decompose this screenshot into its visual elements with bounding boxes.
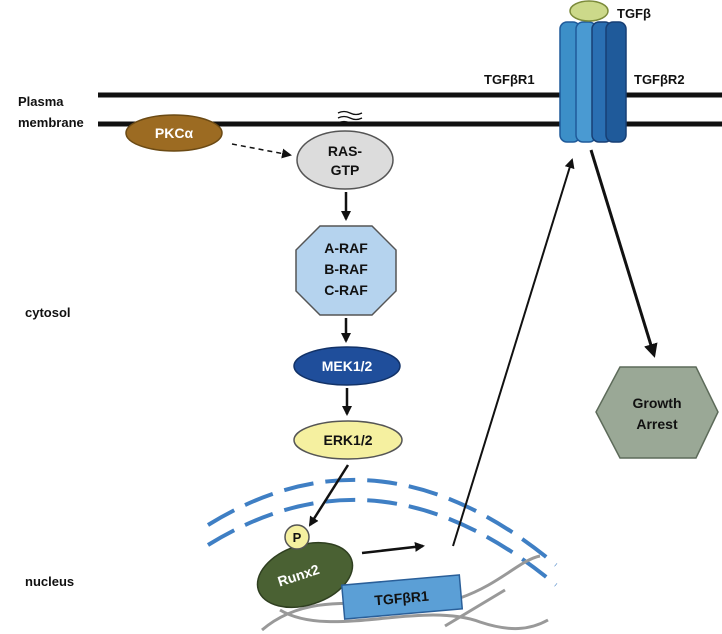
- growth-arrest-label-line1: Growth: [633, 395, 682, 411]
- raf-node: [295, 225, 397, 316]
- ras-gtp-label-line1: RAS-: [328, 143, 363, 159]
- runx2-to-gene-arrow: [361, 541, 425, 555]
- craf-label: C-RAF: [324, 282, 368, 298]
- receptor-to-growth-arrest-arrow: [589, 149, 658, 358]
- tgfbr1-gene-box: [340, 574, 464, 620]
- tgfbr1-gene-label: TGFβR1: [374, 588, 430, 609]
- pkca-to-ras-arrow: [231, 143, 292, 159]
- ras-gtp-label-line2: GTP: [331, 162, 360, 178]
- pkca-label: PKCα: [155, 125, 194, 141]
- pkca-node: [125, 114, 223, 152]
- phospho-marker: [284, 524, 310, 550]
- tgfb-ligand: [569, 0, 609, 22]
- phospho-label: P: [293, 530, 302, 545]
- tgfb-receptor-complex: [559, 0, 627, 143]
- nuclear-envelope-outer: [206, 477, 558, 567]
- cytosol-label: cytosol: [25, 305, 71, 320]
- ras-gtp-node: [296, 130, 394, 190]
- plasma-membrane-label-line2: membrane: [18, 115, 84, 130]
- erk-label: ERK1/2: [323, 432, 372, 448]
- tgfb-ligand-label: TGFβ: [617, 6, 651, 21]
- mek-node: [293, 346, 401, 386]
- tgfbr1-receptor-label: TGFβR1: [484, 72, 535, 87]
- nucleus-label: nucleus: [25, 574, 74, 589]
- growth-arrest-node: [595, 366, 719, 459]
- braf-label: B-RAF: [324, 261, 368, 277]
- plasma-membrane-label-line1: Plasma: [18, 94, 64, 109]
- dna-strand-3: [444, 588, 506, 628]
- gene-to-receptor-arrow: [452, 158, 575, 547]
- erk-to-runx2-arrow: [308, 464, 350, 527]
- mek-label: MEK1/2: [322, 358, 373, 374]
- receptor-r2-segment-2: [605, 21, 627, 143]
- ras-lipid-anchor: [337, 110, 363, 126]
- dna-strand-2: [279, 608, 549, 631]
- erk-node: [293, 420, 403, 460]
- growth-arrest-label-line2: Arrest: [636, 416, 678, 432]
- tgfbr2-receptor-label: TGFβR2: [634, 72, 685, 87]
- nuclear-envelope-inner: [206, 497, 558, 587]
- araf-label: A-RAF: [324, 240, 368, 256]
